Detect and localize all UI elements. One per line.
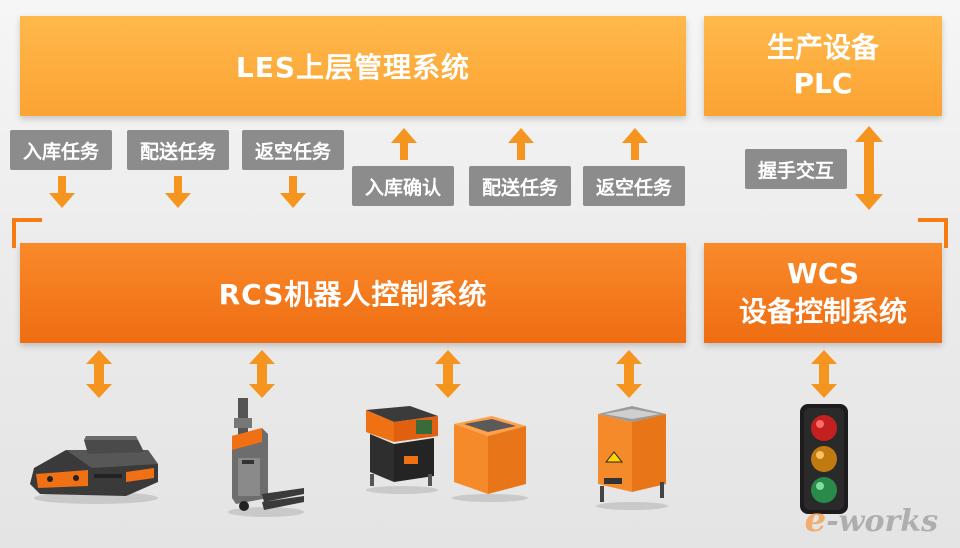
double-arrow-icon <box>86 350 112 398</box>
plc-line2: PLC <box>793 67 853 100</box>
double-arrow-icon <box>855 126 883 210</box>
wcs-line2: 设备控制系统 <box>738 295 907 328</box>
feedback-label-delivery: 配送任务 <box>469 166 571 206</box>
arrow-down-icon <box>49 176 75 208</box>
task-label-delivery: 配送任务 <box>127 130 229 170</box>
lift-module-icon <box>452 416 528 502</box>
wcs-box: WCS 设备控制系统 <box>704 243 942 343</box>
double-arrow-icon <box>435 350 461 398</box>
handshake-label: 握手交互 <box>745 149 847 189</box>
arrow-up-icon <box>508 128 534 160</box>
task-label-inbound: 入库任务 <box>10 130 112 170</box>
plc-box: 生产设备 PLC <box>704 16 942 116</box>
les-management-box: LES上层管理系统 <box>20 16 686 116</box>
arrow-up-icon <box>622 128 648 160</box>
double-arrow-icon <box>811 350 837 398</box>
double-arrow-icon <box>616 350 642 398</box>
roller-lift-module-icon <box>366 406 438 494</box>
forklift-robot-icon <box>228 398 304 517</box>
les-title: LES上层管理系统 <box>235 51 471 84</box>
conveyor-top-module-icon <box>596 406 668 510</box>
plc-line1: 生产设备 <box>766 31 879 64</box>
rcs-title: RCS机器人控制系统 <box>218 278 488 311</box>
feedback-label-inbound-confirm: 入库确认 <box>352 166 454 206</box>
arrow-down-icon <box>280 176 306 208</box>
wcs-line1: WCS <box>786 257 860 290</box>
agv-robot-icon <box>30 436 158 504</box>
arrow-up-icon <box>391 128 417 160</box>
arrow-down-icon <box>165 176 191 208</box>
traffic-light-icon <box>800 404 848 514</box>
feedback-label-return-empty: 返空任务 <box>583 166 685 206</box>
task-label-return-empty: 返空任务 <box>242 130 344 170</box>
eworks-watermark: e-works <box>804 500 938 540</box>
rcs-robot-control-box: RCS机器人控制系统 <box>20 243 686 343</box>
double-arrow-icon <box>249 350 275 398</box>
